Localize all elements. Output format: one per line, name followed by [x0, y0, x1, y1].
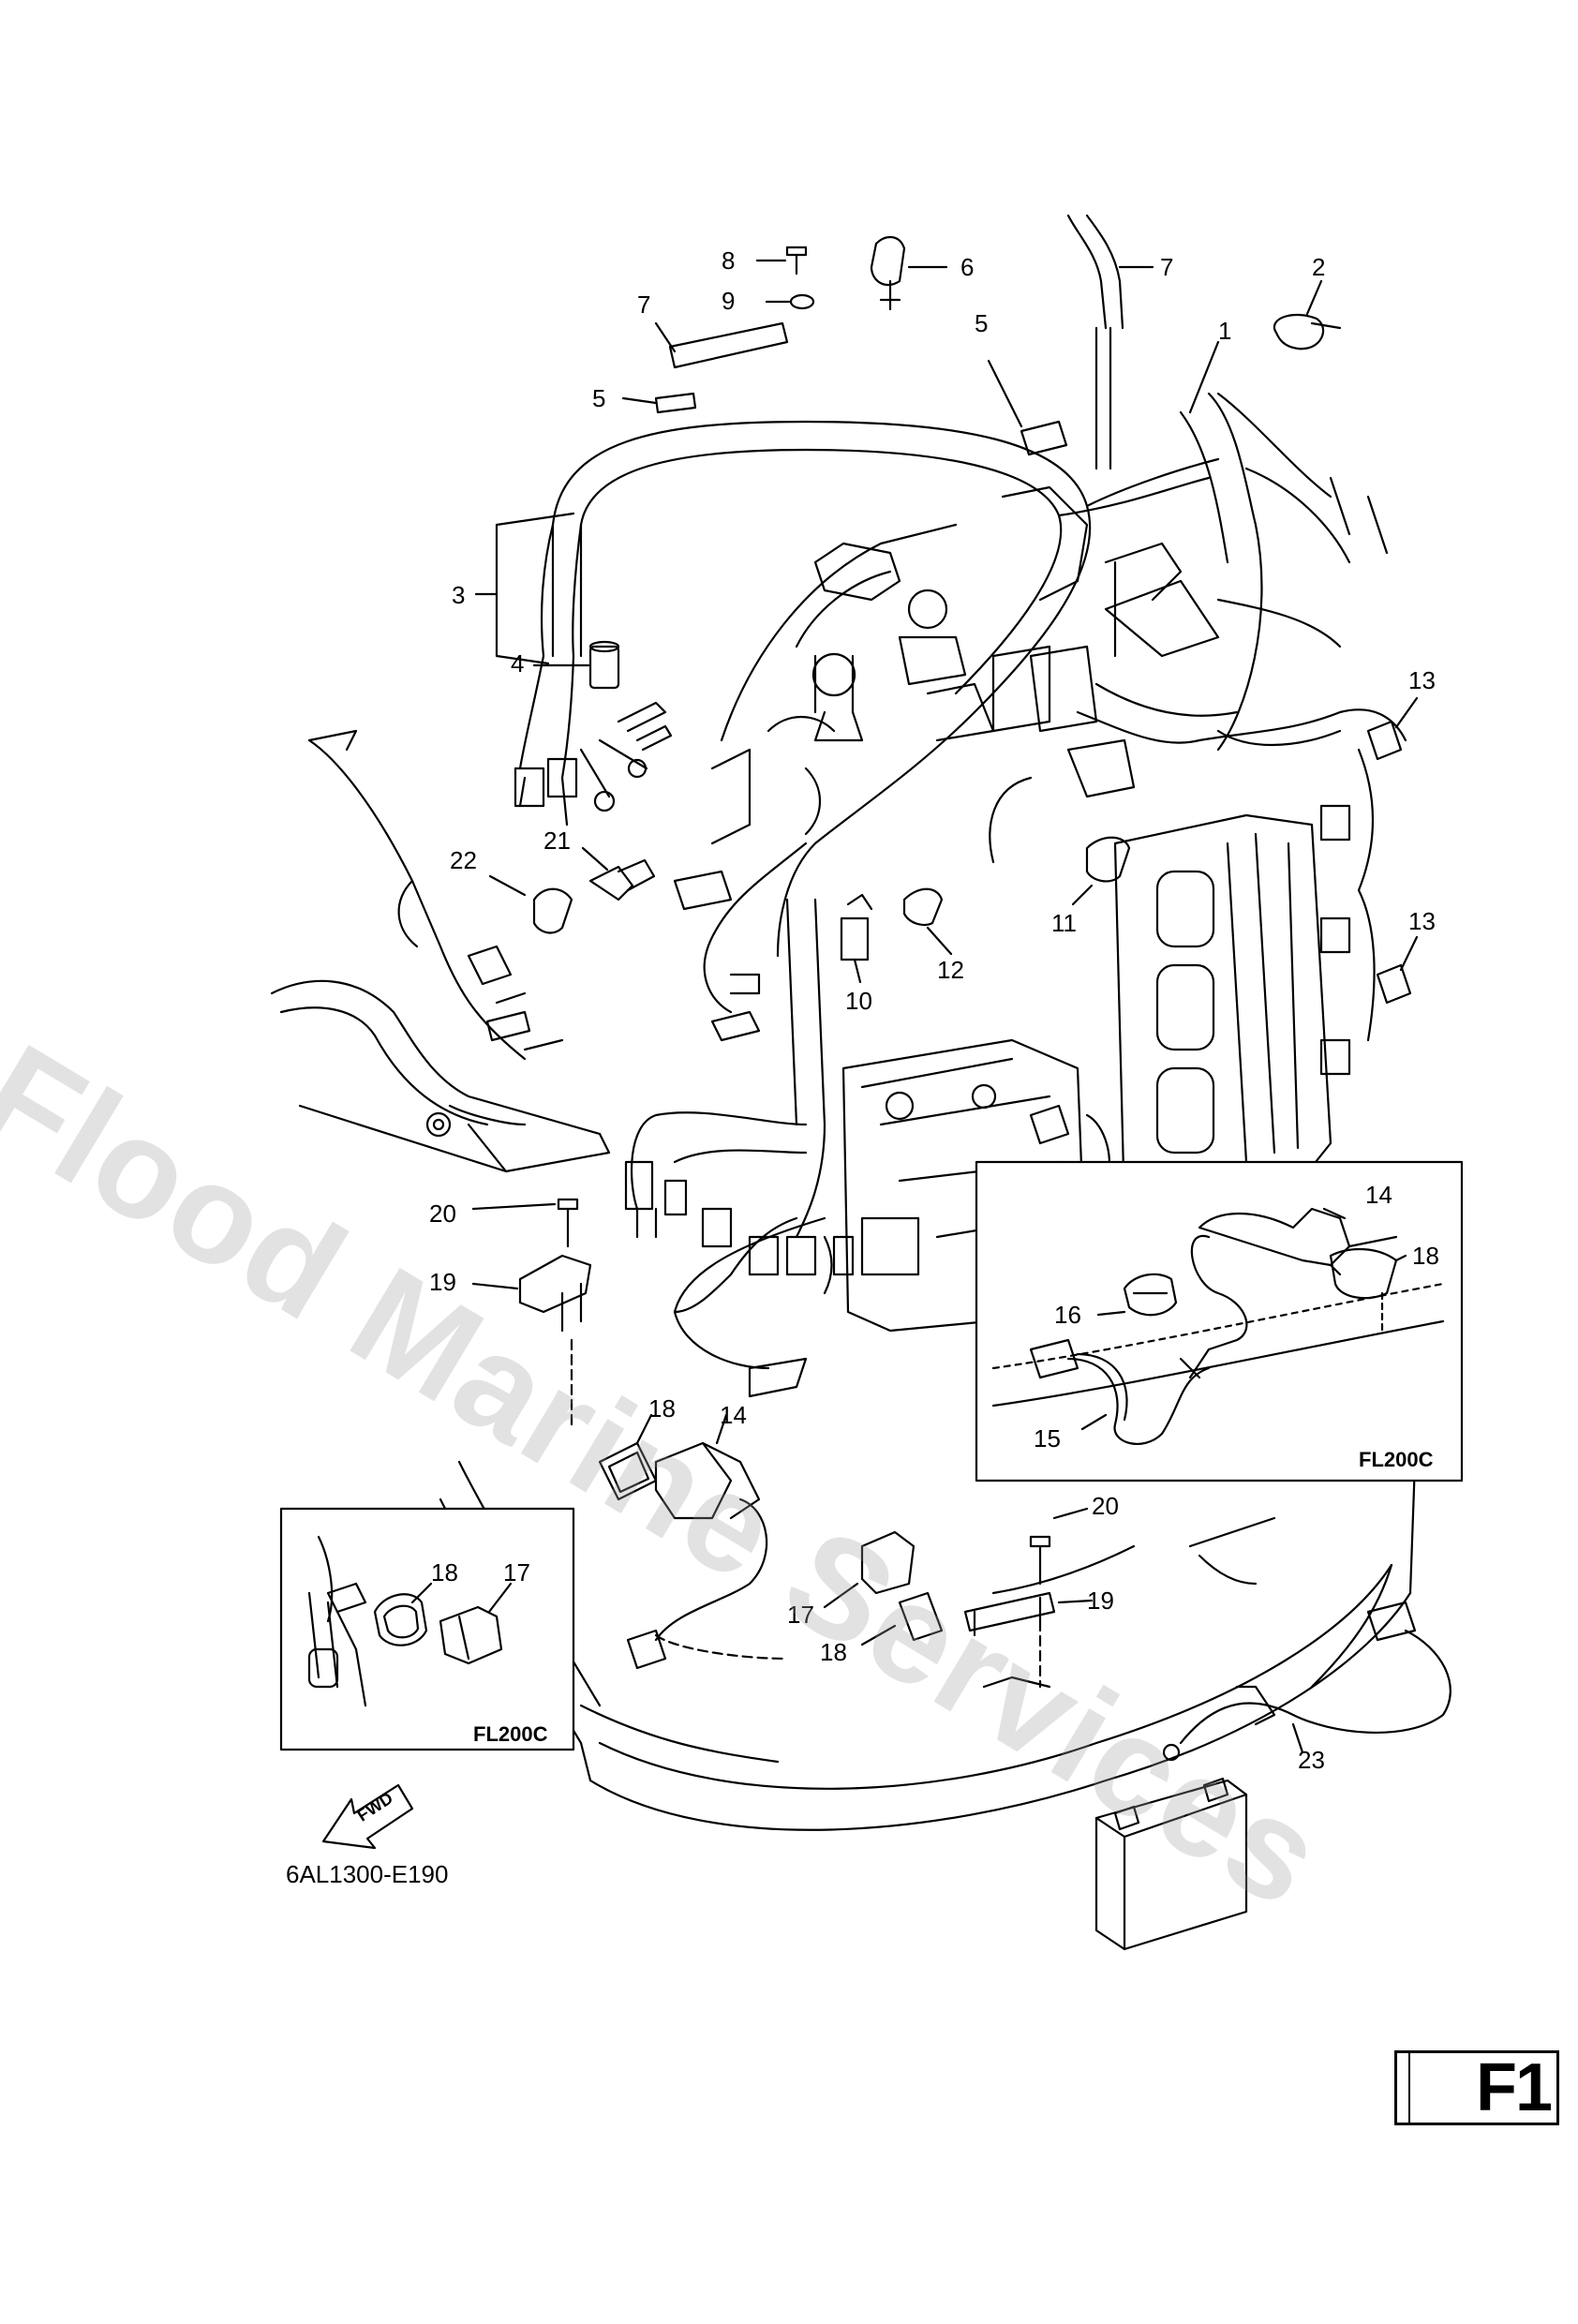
- callout-5: 5: [592, 384, 606, 412]
- callout-14: 14: [1365, 1181, 1392, 1209]
- callout-9: 9: [722, 287, 736, 315]
- callout-6: 6: [960, 253, 975, 281]
- callout-19: 19: [429, 1268, 456, 1296]
- callout-18: 18: [820, 1638, 847, 1666]
- callout-17: 17: [787, 1601, 814, 1629]
- cowling-shell-left: [270, 729, 611, 1173]
- callout-18: 18: [431, 1558, 458, 1587]
- part-11-holder: [1071, 836, 1131, 906]
- part-18-grommet-lower: [860, 1591, 944, 1646]
- part-18-grommet-mid: [598, 1413, 658, 1501]
- drawing-code: 6AL1300-E190: [286, 1860, 449, 1888]
- battery: [1094, 1777, 1248, 1951]
- callout-4: 4: [511, 649, 525, 678]
- part-17-seal-mid: [823, 1530, 916, 1609]
- part-22-grommet: [488, 874, 573, 934]
- part-1-leader: [1188, 340, 1220, 414]
- engine-top: [710, 523, 995, 845]
- callout-17: 17: [503, 1558, 530, 1587]
- page-tag: F1: [1394, 2050, 1559, 2125]
- part-9-washer: [765, 293, 815, 310]
- inset-right: [975, 1160, 1464, 1482]
- page-tag-text: F1: [1475, 2050, 1553, 2125]
- part-21-plug: [581, 846, 656, 901]
- main-wire-harness: [551, 392, 1407, 1239]
- part-13-clip-lower: [1319, 748, 1419, 1076]
- callout-18: 18: [648, 1394, 676, 1423]
- callout-7: 7: [1160, 253, 1174, 281]
- part-19-bracket-right: [963, 1591, 1094, 1689]
- part-20-bolt-left: [471, 1198, 579, 1248]
- callout-18: 18: [1412, 1242, 1439, 1270]
- part-13-clip-upper: [1366, 696, 1419, 761]
- inset-left: [279, 1507, 575, 1751]
- callout-3: 3: [452, 581, 466, 609]
- callout-1: 1: [1218, 317, 1232, 345]
- callout-20: 20: [429, 1199, 456, 1228]
- part-20-bolt-right: [1029, 1507, 1089, 1586]
- callout-2: 2: [1312, 253, 1326, 281]
- callout-13: 13: [1408, 666, 1436, 694]
- callout-20: 20: [1092, 1492, 1119, 1520]
- part-19-bracket-left: [471, 1254, 592, 1426]
- part-7-tube-right: [1066, 214, 1154, 470]
- part-10-holder: [840, 893, 873, 984]
- callout-12: 12: [937, 956, 964, 984]
- callout-23: 23: [1298, 1746, 1325, 1774]
- callout-15: 15: [1034, 1424, 1061, 1452]
- callout-13: 13: [1408, 907, 1436, 935]
- inset-left-label: FL200C: [473, 1722, 548, 1746]
- fwd-arrow-icon: [321, 1783, 414, 1850]
- part-8-screw: [755, 246, 808, 276]
- callout-19: 19: [1087, 1587, 1114, 1615]
- callout-10: 10: [845, 987, 872, 1015]
- callout-21: 21: [543, 827, 571, 855]
- front-harness-branch: [624, 842, 855, 1398]
- part-2-band: [1273, 279, 1342, 350]
- callout-5: 5: [975, 309, 989, 337]
- part-4-collar: [532, 640, 620, 690]
- callout-8: 8: [722, 246, 736, 275]
- callout-14: 14: [720, 1401, 747, 1429]
- callout-22: 22: [450, 846, 477, 874]
- part-3-bracket: [474, 512, 575, 665]
- part-5-clip-left: [621, 392, 697, 414]
- part-6-clamp: [870, 236, 948, 311]
- callout-16: 16: [1054, 1301, 1081, 1329]
- part-23-battery-cable: [1162, 1601, 1451, 1762]
- part-7-protector-left: [654, 321, 789, 369]
- harness-loom: [514, 523, 673, 827]
- part-14-connector-mid: [626, 1413, 768, 1670]
- callout-11: 11: [1051, 909, 1077, 937]
- part-5-clip-right: [987, 359, 1068, 456]
- callout-7: 7: [637, 290, 651, 319]
- part-12-holder: [902, 887, 953, 956]
- inset-right-label: FL200C: [1359, 1448, 1434, 1471]
